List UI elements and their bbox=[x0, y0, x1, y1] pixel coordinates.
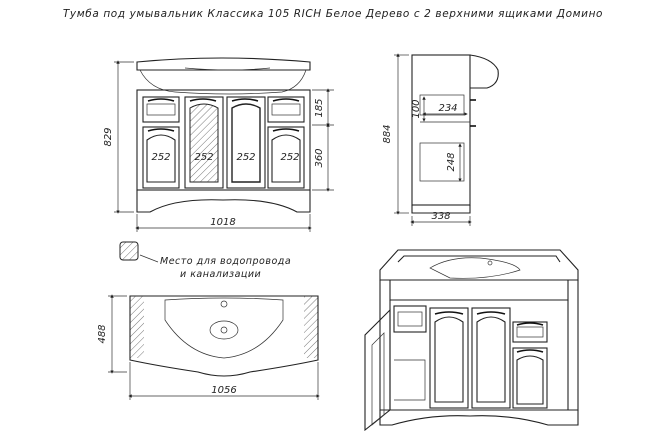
hatch-swatch-icon bbox=[119, 241, 139, 261]
door-width-label: 252 bbox=[280, 152, 299, 163]
drawer-right bbox=[267, 96, 305, 123]
legend: Место для водопровода и канализации bbox=[119, 241, 291, 280]
front-width-label: 1018 bbox=[210, 217, 235, 228]
door-width-label: 252 bbox=[194, 152, 213, 163]
front-height-label: 829 bbox=[103, 127, 114, 146]
door-center-right bbox=[226, 96, 266, 189]
drawer-height-label: 185 bbox=[314, 98, 325, 117]
shelf-height-label: 248 bbox=[446, 152, 457, 171]
top-depth-label: 488 bbox=[97, 324, 108, 343]
door-right bbox=[267, 126, 305, 189]
drawing-title: Тумба под умывальник Классика 105 RICH Б… bbox=[62, 8, 604, 20]
top-view: 1056 488 bbox=[97, 294, 320, 400]
door-width-label: 252 bbox=[151, 152, 170, 163]
side-depth-label: 338 bbox=[431, 211, 450, 222]
door-left bbox=[142, 126, 180, 189]
door-center-left bbox=[184, 96, 224, 189]
legend-line-1: Место для водопровода bbox=[160, 256, 291, 267]
side-view: 884 338 234 100 248 bbox=[382, 53, 499, 226]
isometric-view bbox=[364, 249, 579, 432]
drawer-left bbox=[142, 96, 180, 123]
legend-line-2: и канализации bbox=[180, 269, 261, 280]
shelf-depth-label: 234 bbox=[438, 103, 457, 114]
door-width-label: 252 bbox=[236, 152, 255, 163]
front-view: 1018 829 185 360 252 252 252 252 bbox=[103, 57, 334, 232]
side-height-label: 884 bbox=[382, 124, 393, 143]
door-height-label: 360 bbox=[314, 148, 325, 167]
top-width-label: 1056 bbox=[211, 385, 236, 396]
gap-label: 100 bbox=[411, 99, 422, 118]
